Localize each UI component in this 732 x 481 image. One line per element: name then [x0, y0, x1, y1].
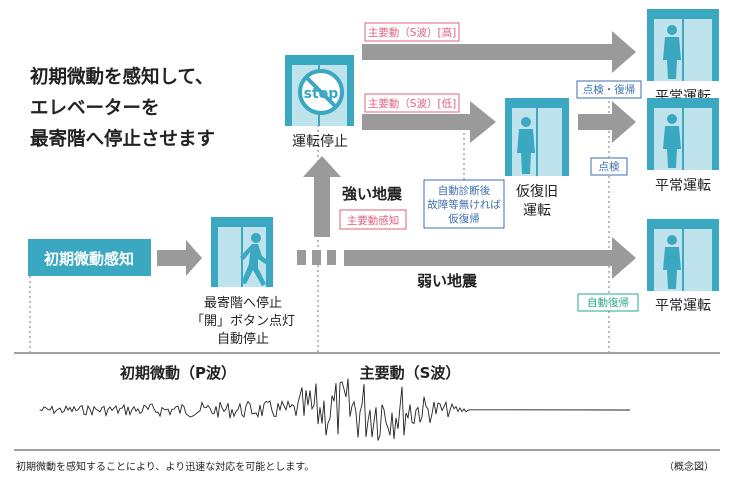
- auto-recover-tag-text: 自動復帰: [587, 296, 629, 309]
- headline: 初期微動を感知して、 エレベーターを 最寄階へ停止させます: [30, 62, 215, 155]
- headline-line1: 初期微動を感知して、: [30, 67, 214, 88]
- arrow-high-to-normal: [362, 31, 636, 73]
- seismograph-waveform: [39, 378, 631, 441]
- arrow-start-to-floor: [157, 240, 202, 276]
- branch-high-tag-text: 主要動（S波）[高]: [368, 26, 456, 39]
- branch-low-tag-text: 主要動（S波）[低]: [368, 97, 456, 110]
- s-wave-label: 主要動（S波）: [360, 364, 461, 382]
- dash-2: [312, 250, 321, 265]
- strong-quake-tag: [339, 209, 407, 230]
- arrow-weak-to-normal: [344, 237, 636, 279]
- strong-quake-tag-text: 主要動感知: [347, 214, 400, 227]
- weak-quake-label: 弱い地震: [417, 272, 478, 290]
- elevator-normal-mid: [647, 98, 719, 170]
- diagnosis-line2: 故障等無ければ: [427, 198, 501, 211]
- person-icon: [663, 25, 681, 79]
- nearest-floor-line3: 自動停止: [217, 331, 269, 347]
- flow-arrows: [157, 31, 636, 279]
- auto-recover-tag: [577, 293, 639, 312]
- p-wave-label: 初期微動（P波）: [120, 364, 236, 382]
- normal-op-mid-label: 平常運転: [655, 178, 711, 194]
- inspect-recover-tag: [576, 80, 642, 99]
- elevator-temp-recovery: [505, 98, 569, 176]
- temp-recovery-line1: 仮復旧: [516, 183, 558, 200]
- person-icon: [663, 114, 681, 168]
- stop-icon-text: stop: [304, 86, 339, 102]
- arrow-recovery-to-normal: [578, 101, 636, 143]
- person-icon: [517, 117, 535, 174]
- diagnosis-tag: [423, 179, 505, 229]
- strong-quake-label: 強い地震: [342, 185, 403, 203]
- headline-line2: エレベーターを: [30, 98, 160, 119]
- dash-1: [297, 250, 306, 265]
- inspect-tag-text: 点検: [599, 160, 620, 173]
- nearest-floor-line2: 「開」ボタン点灯: [191, 314, 295, 329]
- footer-concept-label: （概念図）: [664, 462, 714, 473]
- elevator-nearest-floor: [211, 217, 273, 287]
- inspect-tag: [590, 157, 628, 176]
- temp-recovery-line2: 運転: [523, 203, 551, 219]
- arrow-low-to-recovery: [362, 101, 496, 143]
- nearest-floor-line1: 最寄階へ停止: [204, 295, 282, 311]
- start-box-label: 初期微動感知: [44, 250, 134, 268]
- running-person-icon: [240, 233, 270, 286]
- normal-op-bottom-label: 平常運転: [655, 298, 711, 314]
- elevator-normal-top: [647, 9, 719, 81]
- branch-high-tag: [364, 22, 460, 42]
- start-box: [28, 239, 151, 276]
- dash-3: [327, 250, 336, 265]
- headline-line3: 最寄階へ停止させます: [30, 129, 216, 150]
- arrow-strong-up: [303, 156, 341, 237]
- diagnosis-line1: 自動診断後: [438, 184, 491, 197]
- inspect-recover-tag-text: 点検・復帰: [583, 83, 636, 96]
- footer-note: 初期微動を感知することにより、より迅速な対応を可能とします。: [16, 462, 315, 473]
- diagnosis-line3: 仮復帰: [448, 212, 480, 225]
- stop-label: 運転停止: [292, 133, 348, 150]
- elevator-stop: stop: [285, 55, 354, 126]
- branch-low-tag: [364, 93, 460, 113]
- elevator-normal-bottom: [647, 219, 719, 291]
- person-icon: [663, 235, 681, 289]
